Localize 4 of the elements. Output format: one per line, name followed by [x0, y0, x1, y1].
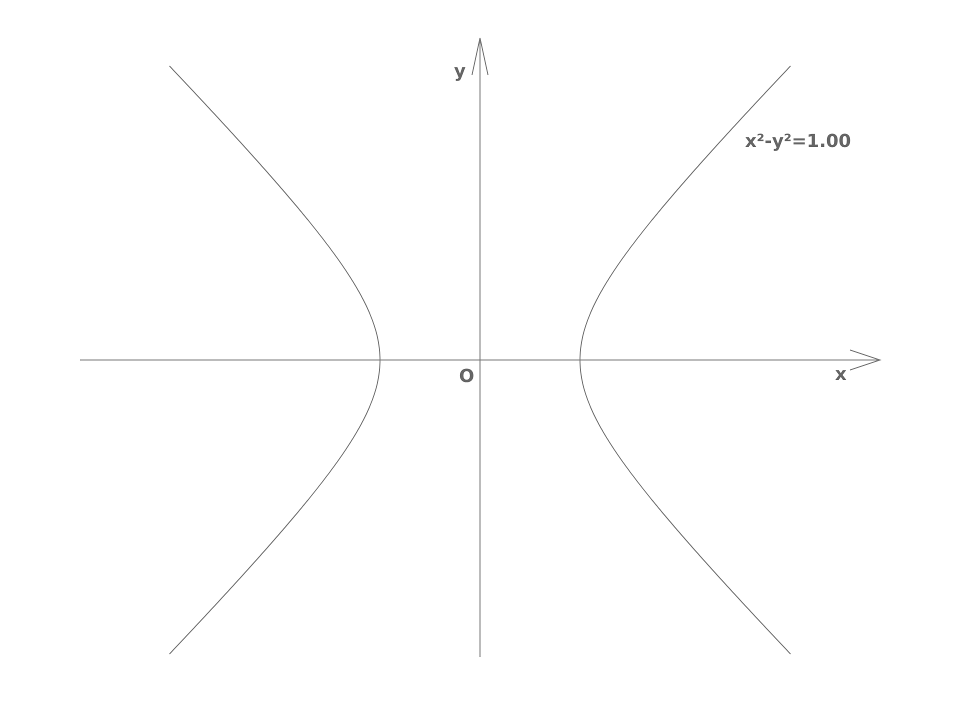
axis-label: x — [835, 365, 847, 385]
axis-label: y — [454, 62, 466, 82]
origin-label: O — [459, 367, 474, 387]
equation-label: x²-y²=1.00 — [745, 132, 852, 152]
